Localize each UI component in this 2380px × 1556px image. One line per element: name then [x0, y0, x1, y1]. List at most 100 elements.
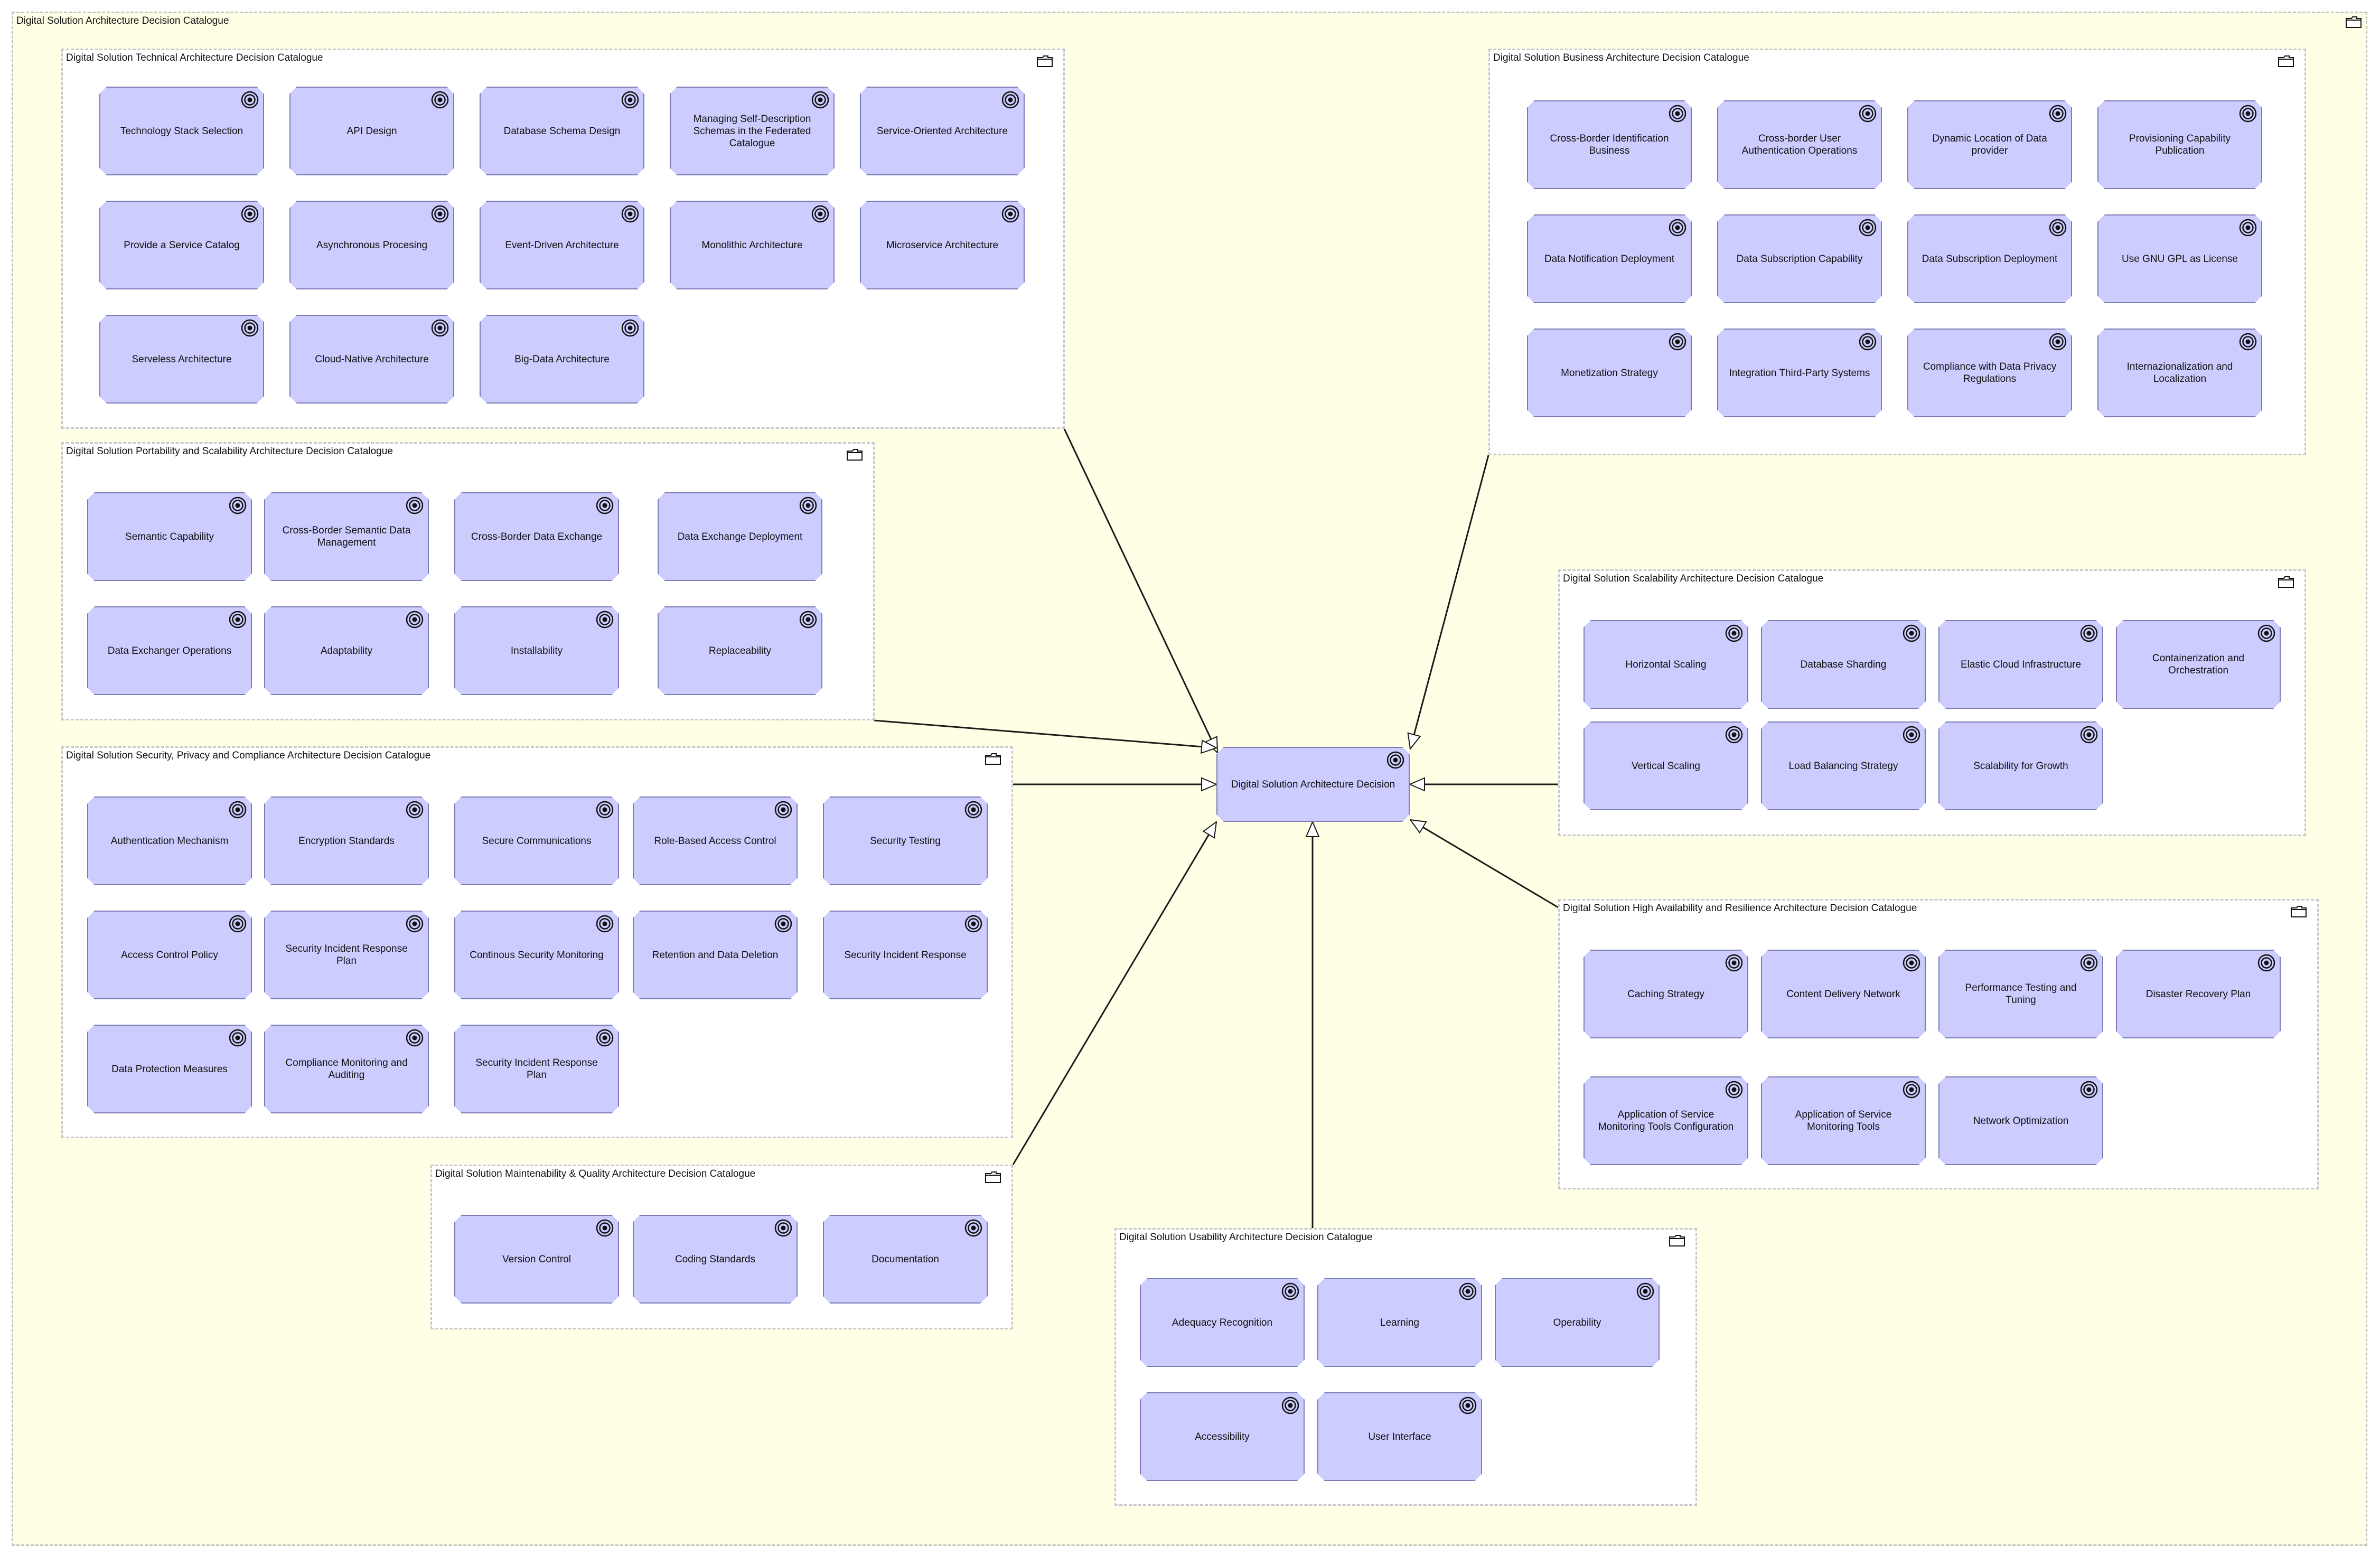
decision-element[interactable]: Cloud-Native Architecture — [289, 315, 454, 404]
decision-element[interactable]: Retention and Data Deletion — [633, 911, 798, 999]
decision-element[interactable]: Security Incident Response Plan — [264, 911, 429, 999]
connector-business[interactable] — [1410, 455, 1489, 749]
decision-element[interactable]: Cross-Border Semantic Data Management — [264, 492, 429, 581]
decision-element[interactable]: Event-Driven Architecture — [480, 201, 644, 289]
decision-element[interactable]: Serveless Architecture — [99, 315, 264, 404]
decision-element[interactable]: Managing Self-Description Schemas in the… — [670, 87, 835, 175]
decision-element-label: Compliance Monitoring and Auditing — [285, 1057, 408, 1081]
decision-element[interactable]: Performance Testing and Tuning — [1938, 950, 2103, 1038]
decision-element[interactable]: Compliance Monitoring and Auditing — [264, 1025, 429, 1113]
central-architecture-decision[interactable]: Digital Solution Architecture Decision — [1216, 747, 1410, 822]
decision-element[interactable]: Use GNU GPL as License — [2097, 214, 2262, 303]
decision-element-label: Application of Service Monitoring Tools … — [1598, 1109, 1734, 1132]
decision-element[interactable]: Continous Security Monitoring — [454, 911, 619, 999]
decision-element[interactable]: Access Control Policy — [87, 911, 252, 999]
decision-element[interactable]: Security Testing — [823, 796, 988, 885]
goal-target-icon — [406, 1029, 424, 1047]
decision-element-label: Internazionalization and Localization — [2126, 361, 2233, 385]
decision-element[interactable]: Installability — [454, 606, 619, 695]
goal-target-icon — [774, 801, 792, 819]
goal-target-icon — [2049, 333, 2067, 351]
folder-icon — [1037, 55, 1053, 67]
decision-element[interactable]: Learning — [1317, 1278, 1482, 1367]
decision-element[interactable]: Role-Based Access Control — [633, 796, 798, 885]
decision-element[interactable]: Data Subscription Capability — [1717, 214, 1882, 303]
decision-element[interactable]: Database Schema Design — [480, 87, 644, 175]
goal-target-icon — [2049, 105, 2067, 123]
decision-element[interactable]: Version Control — [454, 1215, 619, 1304]
decision-element-label: Managing Self-Description Schemas in the… — [693, 113, 811, 149]
catalogue-group-title: Digital Solution Security, Privacy and C… — [66, 750, 431, 761]
decision-element[interactable]: Security Incident Response Plan — [454, 1025, 619, 1113]
goal-target-icon — [1386, 751, 1404, 769]
decision-element[interactable]: Data Protection Measures — [87, 1025, 252, 1113]
decision-element[interactable]: Cross-Border Identification Business — [1527, 100, 1692, 189]
decision-element[interactable]: Load Balancing Strategy — [1761, 721, 1926, 810]
decision-element[interactable]: Cross-Border Data Exchange — [454, 492, 619, 581]
decision-element-label: Data Exchange Deployment — [677, 531, 803, 542]
goal-target-icon — [1636, 1282, 1654, 1300]
decision-element[interactable]: Encryption Standards — [264, 796, 429, 885]
decision-element[interactable]: Service-Oriented Architecture — [860, 87, 1025, 175]
connector-maintainability[interactable] — [1012, 822, 1216, 1165]
decision-element-label: Use GNU GPL as License — [2122, 253, 2238, 265]
decision-element[interactable]: Provisioning Capability Publication — [2097, 100, 2262, 189]
decision-element-label: Event-Driven Architecture — [505, 239, 619, 251]
decision-element[interactable]: Coding Standards — [633, 1215, 798, 1304]
decision-element[interactable]: Authentication Mechanism — [87, 796, 252, 885]
decision-element[interactable]: Integration Third-Party Systems — [1717, 329, 1882, 417]
decision-element[interactable]: Secure Communications — [454, 796, 619, 885]
decision-element[interactable]: Security Incident Response — [823, 911, 988, 999]
decision-element-label: Provide a Service Catalog — [124, 239, 240, 251]
connector-portability[interactable] — [874, 719, 1216, 748]
connector-technical[interactable] — [1063, 428, 1219, 753]
decision-element[interactable]: Application of Service Monitoring Tools — [1761, 1076, 1926, 1165]
decision-element[interactable]: Accessibility — [1140, 1392, 1305, 1481]
decision-element[interactable]: Monetization Strategy — [1527, 329, 1692, 417]
decision-element[interactable]: Data Exchange Deployment — [658, 492, 822, 581]
goal-target-icon — [799, 496, 817, 514]
goal-target-icon — [1669, 105, 1686, 123]
folder-icon — [1669, 1235, 1685, 1246]
decision-element[interactable]: Dynamic Location of Data provider — [1907, 100, 2072, 189]
decision-element[interactable]: Monolithic Architecture — [670, 201, 835, 289]
decision-element[interactable]: Operability — [1495, 1278, 1660, 1367]
decision-element[interactable]: Vertical Scaling — [1583, 721, 1748, 810]
decision-element[interactable]: Application of Service Monitoring Tools … — [1583, 1076, 1748, 1165]
decision-element[interactable]: Cross-border User Authentication Operati… — [1717, 100, 1882, 189]
decision-element[interactable]: Data Exchanger Operations — [87, 606, 252, 695]
goal-target-icon — [1859, 333, 1877, 351]
decision-element[interactable]: User Interface — [1317, 1392, 1482, 1481]
goal-target-icon — [1725, 954, 1743, 972]
decision-element[interactable]: Disaster Recovery Plan — [2116, 950, 2281, 1038]
decision-element[interactable]: Containerization and Orchestration — [2116, 620, 2281, 709]
decision-element[interactable]: Technology Stack Selection — [99, 87, 264, 175]
decision-element[interactable]: Big-Data Architecture — [480, 315, 644, 404]
decision-element[interactable]: Replaceability — [658, 606, 822, 695]
decision-element[interactable]: Adequacy Recognition — [1140, 1278, 1305, 1367]
decision-element[interactable]: Compliance with Data Privacy Regulations — [1907, 329, 2072, 417]
goal-target-icon — [596, 915, 614, 933]
connector-availability[interactable] — [1410, 820, 1559, 908]
decision-element[interactable]: Scalability for Growth — [1938, 721, 2103, 810]
decision-element[interactable]: API Design — [289, 87, 454, 175]
decision-element[interactable]: Horizontal Scaling — [1583, 620, 1748, 709]
decision-element-label: Application of Service Monitoring Tools — [1795, 1109, 1892, 1132]
decision-element[interactable]: Content Delivery Network — [1761, 950, 1926, 1038]
decision-element-label: Content Delivery Network — [1786, 988, 1900, 1000]
decision-element[interactable]: Database Sharding — [1761, 620, 1926, 709]
decision-element[interactable]: Semantic Capability — [87, 492, 252, 581]
decision-element[interactable]: Provide a Service Catalog — [99, 201, 264, 289]
decision-element[interactable]: Microservice Architecture — [860, 201, 1025, 289]
decision-element[interactable]: Data Subscription Deployment — [1907, 214, 2072, 303]
decision-element[interactable]: Elastic Cloud Infrastructure — [1938, 620, 2103, 709]
goal-target-icon — [621, 319, 639, 337]
decision-element[interactable]: Internazionalization and Localization — [2097, 329, 2262, 417]
decision-element[interactable]: Caching Strategy — [1583, 950, 1748, 1038]
decision-element-label: Database Sharding — [1800, 659, 1887, 670]
decision-element[interactable]: Data Notification Deployment — [1527, 214, 1692, 303]
decision-element[interactable]: Network Optimization — [1938, 1076, 2103, 1165]
decision-element[interactable]: Asynchronous Procesing — [289, 201, 454, 289]
decision-element[interactable]: Documentation — [823, 1215, 988, 1304]
decision-element[interactable]: Adaptability — [264, 606, 429, 695]
